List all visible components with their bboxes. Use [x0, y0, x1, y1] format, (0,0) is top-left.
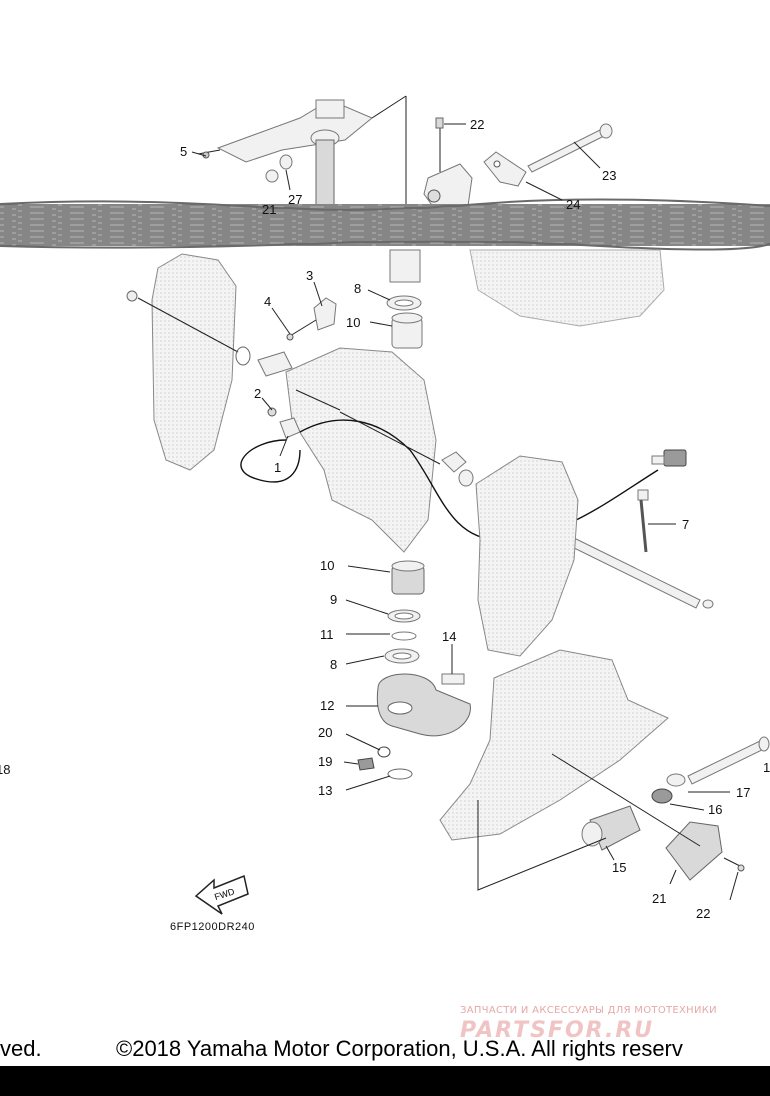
callout-22: 22: [696, 906, 710, 921]
sensor-and-nipple: [240, 389, 659, 541]
callout-19: 19: [318, 754, 332, 769]
mount-15: [581, 805, 641, 851]
callouts: 5 27 21 22 23 24 3 4 8 10 2 1 7 10 9 11 …: [0, 117, 770, 921]
torn-band: [0, 198, 770, 251]
steering-bracket-assembly: [423, 117, 527, 209]
lower-mount-housing: [439, 649, 669, 841]
watermark-line1: ЗАПЧАСТИ И АКСЕССУАРЫ ДЛЯ МОТОТЕХНИКИ: [460, 1005, 717, 1016]
upper-bracket: [197, 99, 373, 207]
callout-12: 12: [320, 698, 334, 713]
left-clamp-bracket: [126, 253, 251, 471]
tilt-tube: [441, 451, 714, 609]
callout-14: 14: [442, 629, 456, 644]
callout-10-bottom: 10: [320, 558, 334, 573]
right-clamp-bracket: [475, 455, 579, 657]
callout-7: 5: [180, 144, 187, 159]
diagram-code: 6FP1200DR240: [170, 921, 255, 933]
copyright-text: ©2018 Yamaha Motor Corporation, U.S.A. A…: [116, 1036, 683, 1061]
callout-13: 13: [318, 783, 332, 798]
callout-15: 15: [612, 860, 626, 875]
callout-3: 3: [306, 268, 313, 283]
callout-5: 7: [682, 517, 689, 532]
callout-1: 1: [274, 460, 281, 475]
callout-18-left: 18: [0, 762, 10, 777]
watermark-line2: PARTSFOR.RU: [460, 1018, 654, 1043]
steering-arm-12: [376, 673, 471, 737]
callout-9: 9: [330, 592, 337, 607]
upper-right-housing: [469, 249, 665, 327]
cap-19: [357, 757, 375, 771]
callout-18: 18: [763, 760, 770, 775]
copyright-left-fragment: ved.: [0, 1036, 42, 1061]
washer-16: [651, 788, 673, 804]
cable-tie-5: [637, 489, 649, 553]
callout-23: 21: [262, 202, 276, 217]
callout-10-top: 10: [346, 315, 360, 330]
callout-2: 2: [254, 386, 261, 401]
wire-connector: [651, 449, 687, 467]
fwd-arrow-icon: FWD: [194, 874, 249, 915]
washer-13: [387, 768, 413, 780]
callout-27: 27: [288, 192, 302, 207]
shaft-18: [666, 736, 770, 787]
callout-20: 20: [318, 725, 332, 740]
callout-11: 11: [320, 627, 334, 642]
callout-17: 17: [736, 785, 750, 800]
callout-24: 22: [470, 117, 484, 132]
callout-16: 16: [708, 802, 722, 817]
lower-bushings: [384, 560, 425, 664]
o-ring-20: [377, 746, 391, 758]
callout-25: 23: [602, 168, 616, 183]
pivot-shaft: [527, 123, 613, 173]
callout-8-bottom: 8: [330, 657, 337, 672]
callout-26: 24: [566, 197, 580, 212]
bottom-bar: [0, 1066, 770, 1096]
callout-4: 4: [264, 294, 271, 309]
callout-8-top: 8: [354, 281, 361, 296]
clamp-and-bolt: [286, 297, 337, 341]
cover-21: [665, 821, 745, 881]
watermark: ЗАПЧАСТИ И АКСЕССУАРЫ ДЛЯ МОТОТЕХНИКИ PA…: [460, 1005, 717, 1043]
swivel-bracket: [257, 249, 437, 553]
callout-21: 21: [652, 891, 666, 906]
